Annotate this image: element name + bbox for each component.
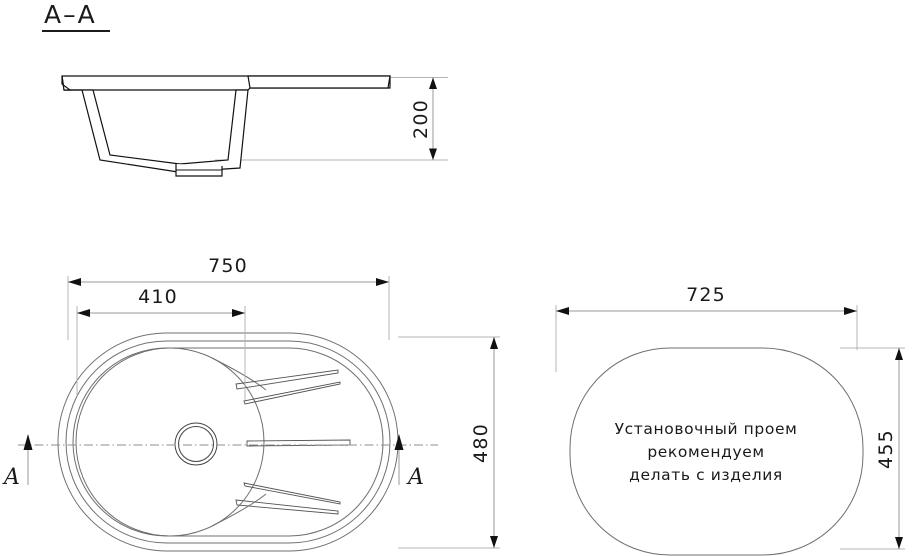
dimension-750-arrow-right (376, 278, 389, 286)
dimension-plan-depth: 480 (398, 336, 500, 549)
dimension-200-arrow-bottom (429, 148, 437, 160)
dimension-200-arrow-top (429, 77, 437, 89)
dimension-480-arrow-bottom (490, 536, 498, 548)
section-left-lip (61, 75, 72, 91)
section-marker-right-arrow (394, 434, 404, 450)
dimension-cutout-depth: 455 (840, 347, 905, 550)
dimension-455-arrow-bottom (895, 537, 903, 549)
dimension-section-height: 200 (410, 77, 437, 160)
section-title: A–A (44, 0, 97, 29)
section-marker-left-arrow (23, 434, 33, 450)
section-marker-left: A (2, 434, 33, 490)
section-marker-right: A (394, 434, 424, 490)
groove-lower-outer (235, 499, 339, 515)
plan-inner-rim (65, 340, 391, 544)
groove-upper-outer (235, 369, 339, 390)
dimension-cutout-width: 725 (555, 284, 858, 372)
cutout-note-line-1: Установочный проем (615, 420, 798, 438)
section-marker-left-label: A (2, 465, 20, 490)
dimension-455-arrow-top (895, 348, 903, 360)
groove-lower-inner (243, 482, 341, 505)
plan-drainboard-grooves (235, 369, 351, 515)
dimension-455-label: 455 (875, 429, 897, 469)
section-bowl-wall (64, 89, 249, 173)
plan-drain-outer-ring (174, 422, 218, 466)
dimension-480-label: 480 (470, 423, 492, 463)
dimension-bowl-width: 410 (76, 286, 246, 400)
section-drainboard-flange (247, 75, 391, 89)
dimension-410-arrow-right (232, 309, 245, 317)
dimension-725-label: 725 (686, 284, 726, 306)
plan-bowl-junction-bottom (211, 493, 267, 527)
plan-view (57, 332, 399, 552)
dimension-plan-width: 750 (67, 255, 390, 340)
dimension-200-label: 200 (410, 99, 432, 139)
section-title-group: A–A (42, 0, 110, 32)
groove-upper-inner (243, 381, 341, 405)
cutout-outline (569, 347, 864, 556)
dimension-750-label: 750 (208, 255, 248, 277)
cutout-view: Установочный проем рекомендуем делать с … (569, 347, 864, 556)
cutout-note-line-3: делать с изделия (629, 466, 783, 484)
dimension-725-arrow-right (844, 307, 857, 315)
section-marker-right-label: A (406, 465, 424, 490)
plan-drain-inner-ring (178, 426, 214, 462)
cross-section-view (61, 75, 448, 177)
dimension-725-arrow-left (556, 307, 569, 315)
dimension-410-arrow-left (77, 309, 90, 317)
dimension-480-arrow-top (490, 337, 498, 349)
cutout-note-line-2: рекомендуем (647, 443, 764, 461)
plan-basin-boundary (72, 347, 384, 537)
dimension-750-arrow-left (68, 278, 81, 286)
dimension-410-label: 410 (138, 286, 178, 308)
plan-bowl-circle (75, 347, 265, 537)
plan-bowl-junction-top (211, 357, 267, 391)
